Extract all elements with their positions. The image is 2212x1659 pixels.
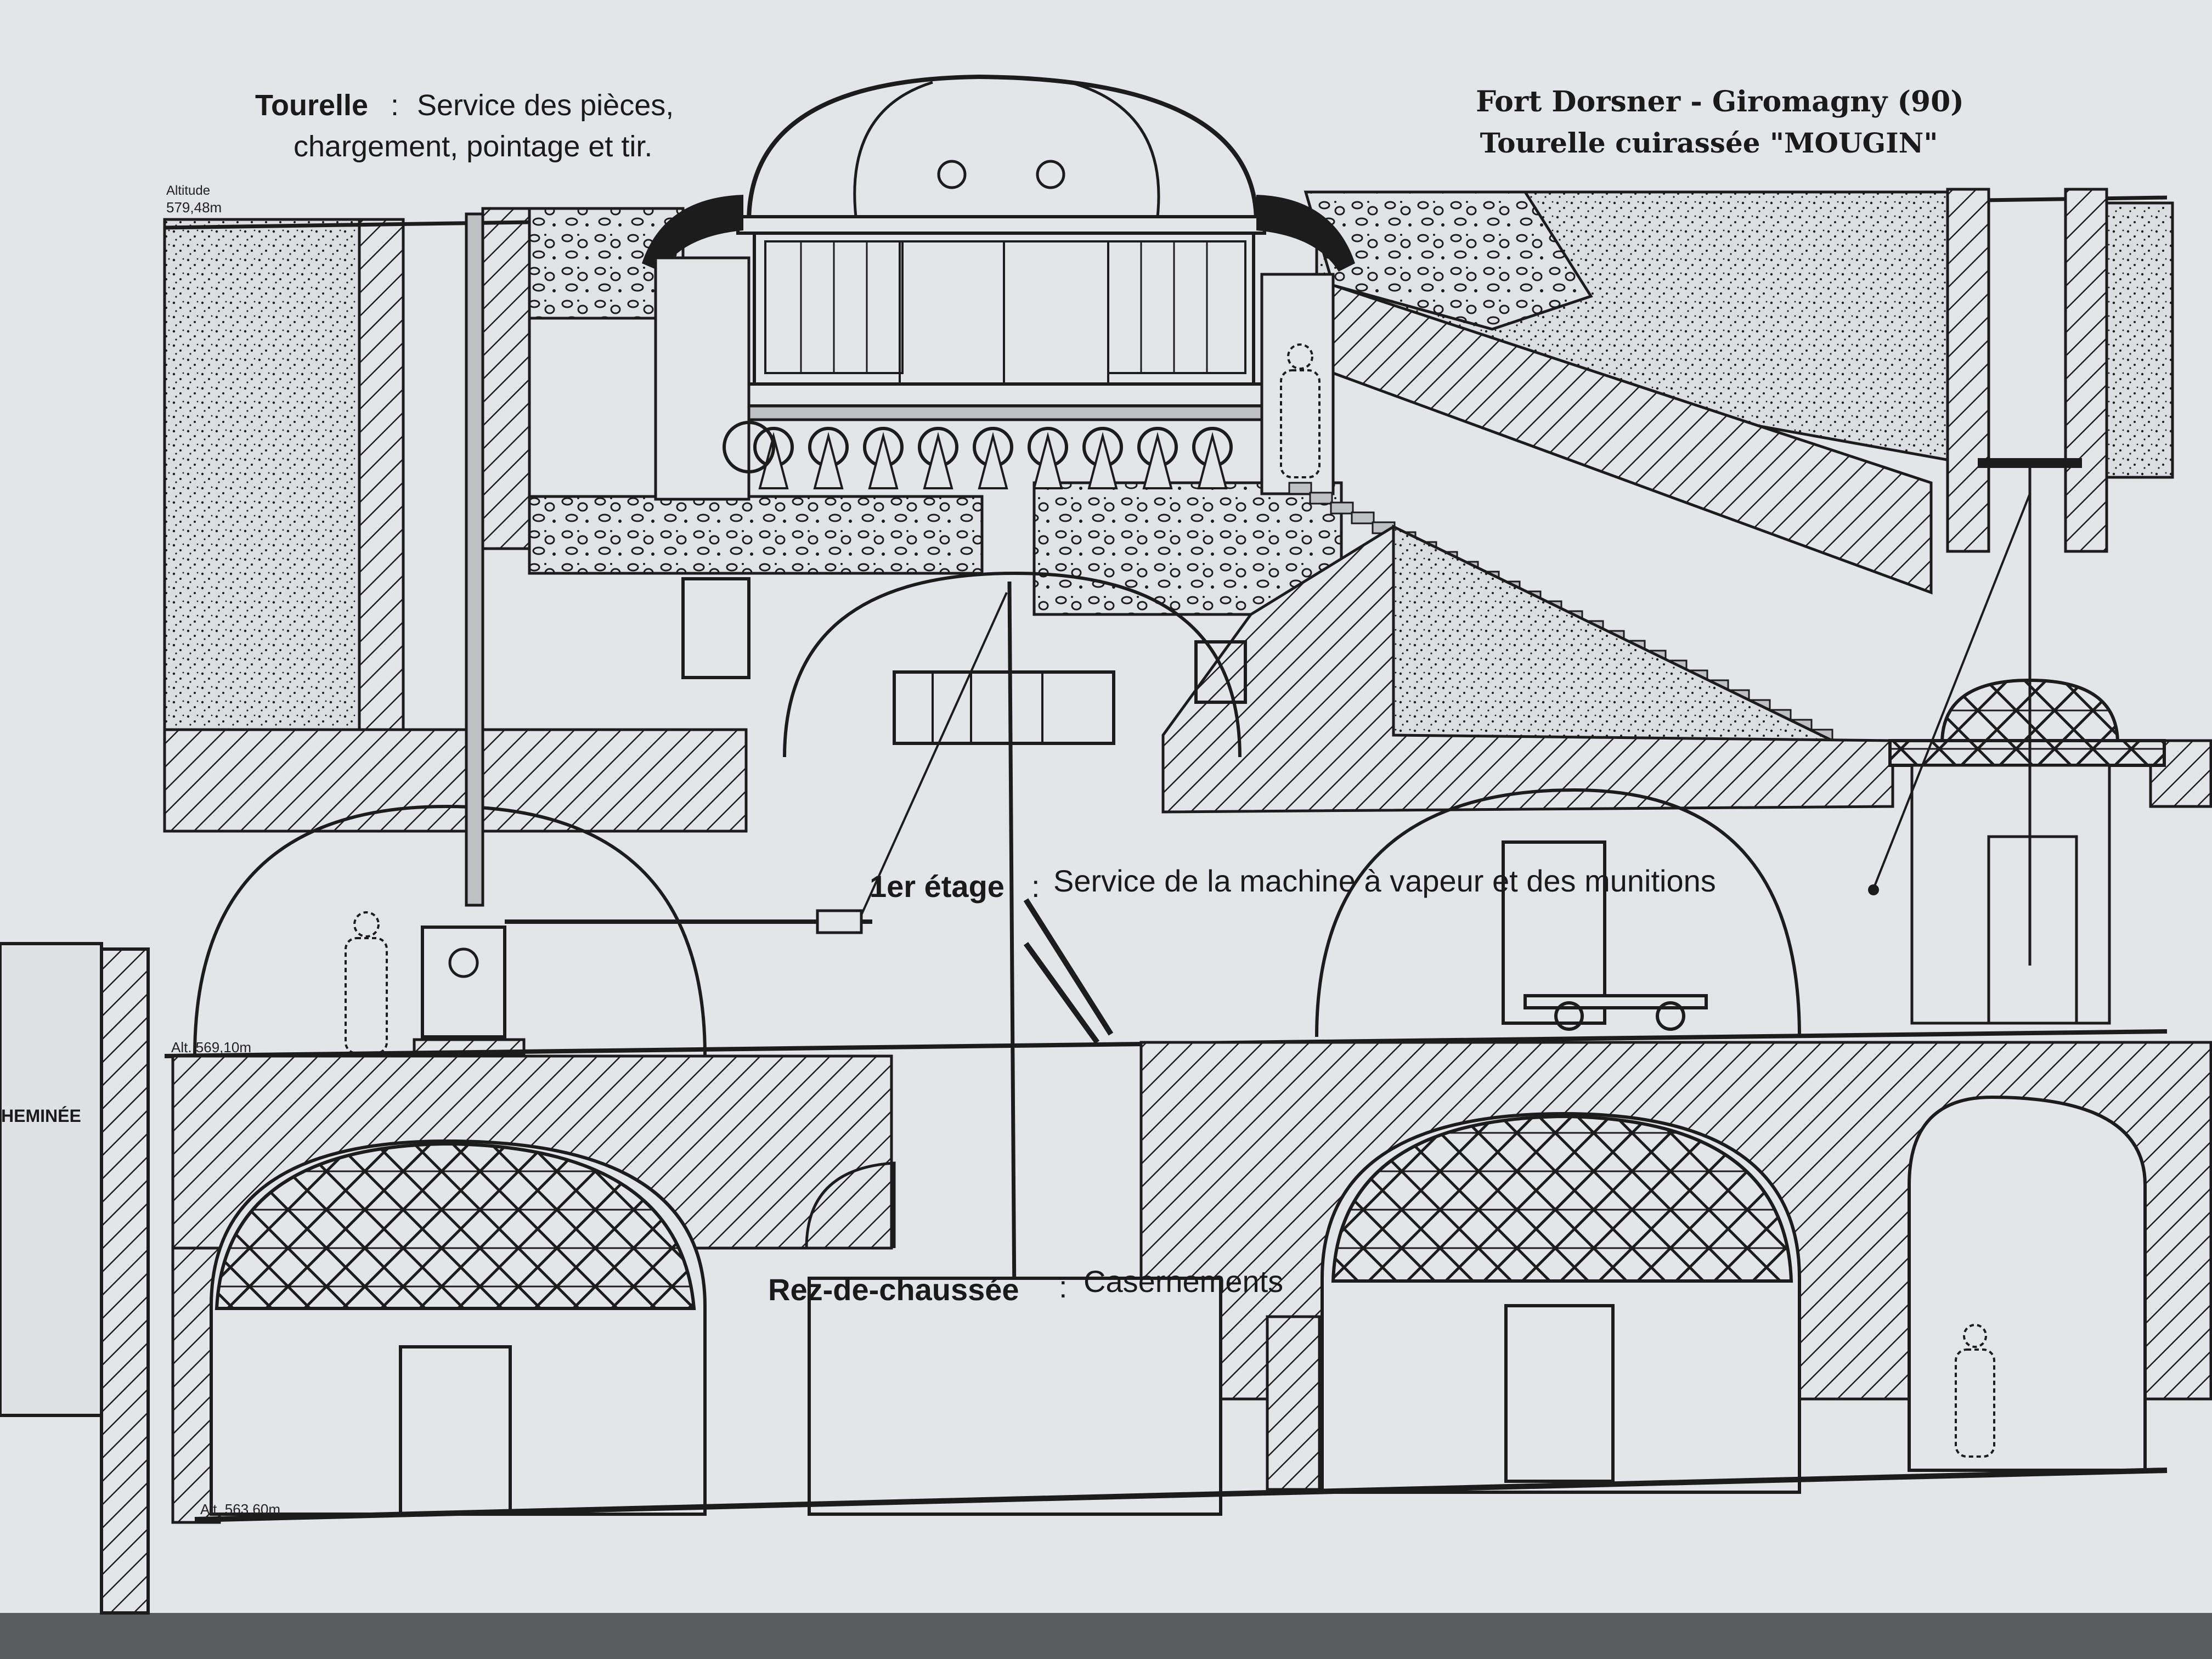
ground-floor-desc: Casernements: [1084, 1264, 1283, 1299]
fort-title-line1: Fort Dorsner - Giromagny (90): [1476, 85, 1964, 119]
altitude-bottom: Alt. 563,60m: [200, 1501, 280, 1517]
first-floor-title: 1er étage: [870, 869, 1005, 904]
turret-dome: [642, 74, 1355, 272]
altitude-middle: Alt. 569,10m: [171, 1039, 251, 1056]
upper-left-earth: [163, 218, 364, 731]
roller-support: [1087, 432, 1118, 489]
turret-chamber-left-wall: [654, 256, 751, 501]
turret-desc-line1: Service des pièces,: [417, 89, 674, 122]
upper-machinery: [681, 421, 1247, 758]
altitude-word: Altitude: [166, 183, 210, 198]
ground-floor-vault-left: [210, 1139, 707, 1516]
turret-desc-line2: chargement, pointage et tir.: [294, 130, 652, 163]
stair-step: [1330, 501, 1354, 515]
stair-step: [1351, 511, 1375, 524]
altitude-top: 579,48m: [166, 199, 222, 216]
roller-support: [868, 432, 899, 489]
right-edge-earth: [2105, 201, 2174, 479]
ground-floor-vault-middle: [805, 1161, 1222, 1516]
upper-left-wall-2: [481, 207, 531, 550]
left-panel-fragment: [0, 942, 150, 1615]
roller-support: [1142, 432, 1173, 489]
side-chimney-label: HEMINÉE: [1, 1106, 81, 1126]
roller-support: [1197, 432, 1228, 489]
roller-support: [978, 432, 1008, 489]
roller-support: [923, 432, 953, 489]
turret-body: [736, 232, 1266, 421]
figure-turret: [1280, 343, 1321, 478]
first-floor-slab-left: [163, 728, 748, 833]
ground-floor-base-line: [194, 1468, 2168, 1522]
ground-floor-colon: :: [1059, 1269, 1068, 1304]
turret-rollers: [753, 427, 1233, 489]
figure-ground-floor: [1955, 1324, 1995, 1458]
stair-step: [1309, 492, 1333, 505]
turret-title: Tourelle: [255, 89, 368, 122]
first-floor-desc: Service de la machine à vapeur et des mu…: [1053, 864, 1716, 898]
first-floor-arch-2: [1315, 788, 1801, 1037]
first-floor-slab-mid: [1161, 524, 1894, 814]
turret-chamber-right-wall: [1260, 273, 1335, 495]
turret-colon: :: [391, 89, 399, 122]
first-floor-door: [1502, 840, 1606, 1025]
middle-staircase: [1023, 898, 1114, 1044]
figure-first-floor: [345, 911, 388, 1054]
ground-floor-vault-right: [1321, 1111, 1801, 1494]
human-figures: [345, 343, 1995, 1458]
gravel-floor-left: [528, 495, 984, 575]
right-shaft-structure: [1868, 458, 2166, 1025]
ammunition-cart: [1523, 994, 1708, 1031]
ground-floor-title: Rez-de-chaussée: [768, 1272, 1019, 1307]
gravel-band-right: [1304, 190, 1593, 331]
winch-column: [413, 212, 872, 1057]
first-floor-colon: :: [1031, 869, 1040, 904]
ground-floor-vault-far-right: [1908, 1095, 2147, 1472]
roller-support: [1032, 432, 1063, 489]
roller-support: [813, 432, 844, 489]
fort-title-line2: Tourelle cuirassée "MOUGIN": [1480, 127, 1938, 159]
ground-floor-pillar-mid: [1266, 1315, 1321, 1491]
upper-left-wall: [358, 218, 405, 825]
right-shaft-wall-right: [2064, 188, 2108, 553]
right-shaft-wall-left: [1946, 188, 1990, 553]
first-floor-slab-right: [2149, 739, 2212, 808]
stair-step: [1288, 482, 1312, 495]
